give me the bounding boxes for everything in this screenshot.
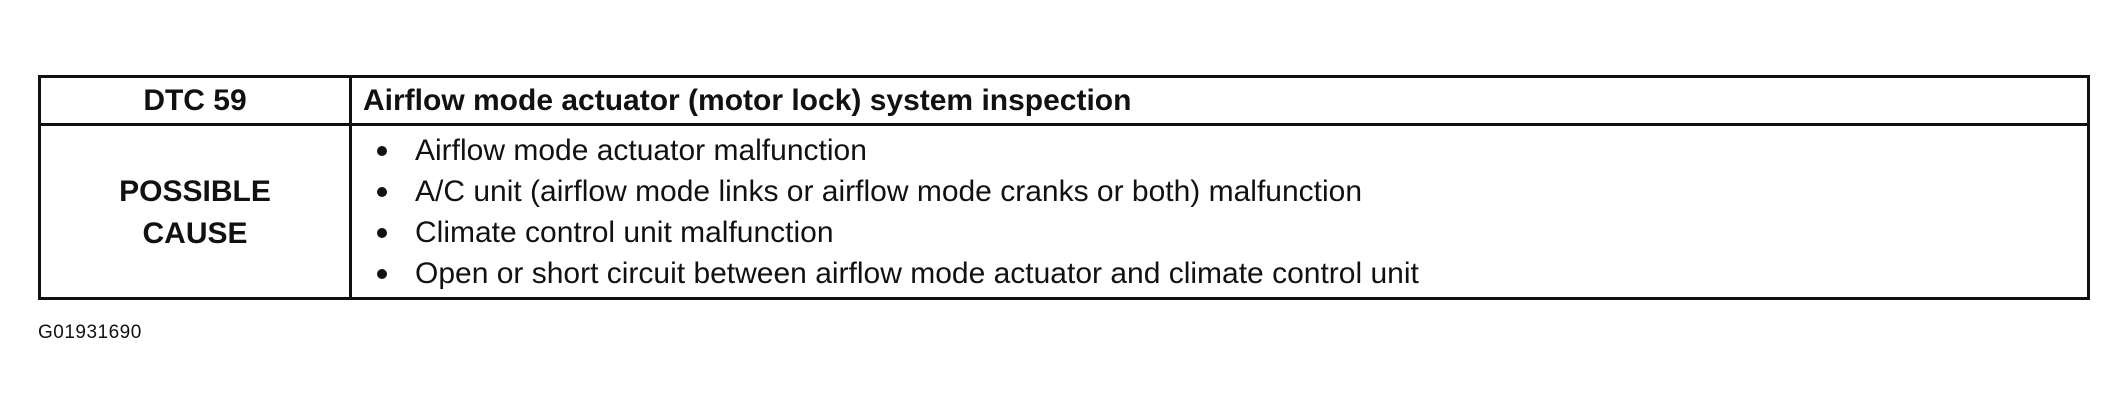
cause-text: Climate control unit malfunction [415, 216, 834, 249]
cause-list: Airflow mode actuator malfunction A/C un… [371, 130, 1419, 294]
list-item: Airflow mode actuator malfunction [371, 130, 1419, 171]
bullet-icon [377, 187, 387, 197]
dtc-code: DTC 59 [143, 83, 247, 117]
cause-text: Airflow mode actuator malfunction [415, 134, 867, 167]
dtc-table: DTC 59 Airflow mode actuator (motor lock… [38, 75, 2090, 300]
bullet-icon [377, 146, 387, 156]
cause-text: Open or short circuit between airflow mo… [415, 257, 1419, 290]
list-item: Climate control unit malfunction [371, 212, 1419, 253]
bullet-icon [377, 228, 387, 238]
possible-cause-label: POSSIBLE CAUSE [41, 126, 349, 300]
bullet-icon [377, 269, 387, 279]
dtc-title: Airflow mode actuator (motor lock) syste… [363, 83, 1132, 117]
table-header-row: DTC 59 Airflow mode actuator (motor lock… [41, 78, 2087, 126]
cause-text: A/C unit (airflow mode links or airflow … [415, 175, 1363, 208]
figure-id: G01931690 [38, 322, 142, 343]
possible-cause-label-line2: CAUSE [142, 217, 248, 250]
possible-cause-label-line1: POSSIBLE [119, 175, 271, 208]
column-divider [349, 78, 352, 297]
list-item: Open or short circuit between airflow mo… [371, 253, 1419, 294]
list-item: A/C unit (airflow mode links or airflow … [371, 171, 1419, 212]
